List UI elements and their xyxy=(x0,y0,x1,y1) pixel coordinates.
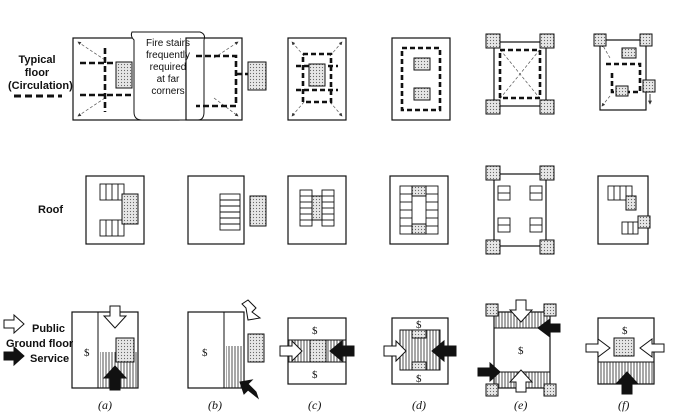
caption-a: (a) xyxy=(98,398,112,412)
caption-e: (e) xyxy=(514,398,528,412)
ground-plan-d xyxy=(383,317,457,385)
typical-floor-label-line: Typical xyxy=(18,54,56,66)
roof-e xyxy=(485,165,555,255)
money-symbol: $ xyxy=(518,345,524,357)
ground-floor-row xyxy=(3,299,665,400)
roof-label: Roof xyxy=(38,204,64,216)
roof-d xyxy=(389,175,449,245)
service-arrow-icon xyxy=(3,345,25,367)
money-symbol: $ xyxy=(416,319,422,331)
legend xyxy=(3,313,25,367)
floor-plan-b xyxy=(185,37,267,121)
roof-row xyxy=(85,165,651,255)
ground-plan-b xyxy=(187,299,265,400)
money-symbols: $ $ $ $ $ $ $ $ xyxy=(84,319,628,385)
typical-floor-row xyxy=(72,31,656,121)
caption-d: (d) xyxy=(412,398,426,412)
money-symbol: $ xyxy=(416,373,422,385)
money-symbol: $ xyxy=(312,369,318,381)
caption-c: (c) xyxy=(308,398,322,412)
ground-floor-label: Ground floor xyxy=(6,338,74,350)
callout-line: at far xyxy=(156,74,180,85)
floor-plan-f xyxy=(593,33,656,111)
typical-floor-label: Typical floor (Circulation) xyxy=(8,54,73,93)
roof-b xyxy=(187,175,267,245)
typical-floor-label-line: (Circulation) xyxy=(8,80,73,92)
roof-c xyxy=(287,175,347,245)
public-arrow-icon xyxy=(3,313,25,335)
service-label: Service xyxy=(30,353,70,365)
floor-plan-a xyxy=(72,37,180,121)
floor-plan-d xyxy=(391,37,451,121)
floor-plan-e xyxy=(485,33,555,115)
floor-plan-c xyxy=(287,37,347,121)
callout-line: frequently xyxy=(146,50,190,61)
ground-plan-f xyxy=(585,317,665,395)
callout-line: Fire stairs xyxy=(146,38,190,49)
ground-plan-c xyxy=(279,317,355,385)
ground-plan-a xyxy=(71,305,139,391)
money-symbol: $ xyxy=(622,325,628,337)
money-symbol: $ xyxy=(202,347,208,359)
public-label: Public xyxy=(32,323,66,335)
circulation-dash-icon xyxy=(14,94,62,98)
callout-line: required xyxy=(149,62,187,73)
callout-line: corners xyxy=(151,86,185,97)
roof-a xyxy=(85,175,145,245)
fire-stairs-callout: Fire stairs frequently required at far c… xyxy=(136,38,200,98)
caption-f: (f) xyxy=(618,398,630,412)
caption-b: (b) xyxy=(208,398,222,412)
ground-plan-e xyxy=(477,299,561,397)
money-symbol: $ xyxy=(312,325,318,337)
money-symbol: $ xyxy=(84,347,90,359)
roof-f xyxy=(597,175,651,245)
typical-floor-label-line: floor xyxy=(24,67,50,79)
